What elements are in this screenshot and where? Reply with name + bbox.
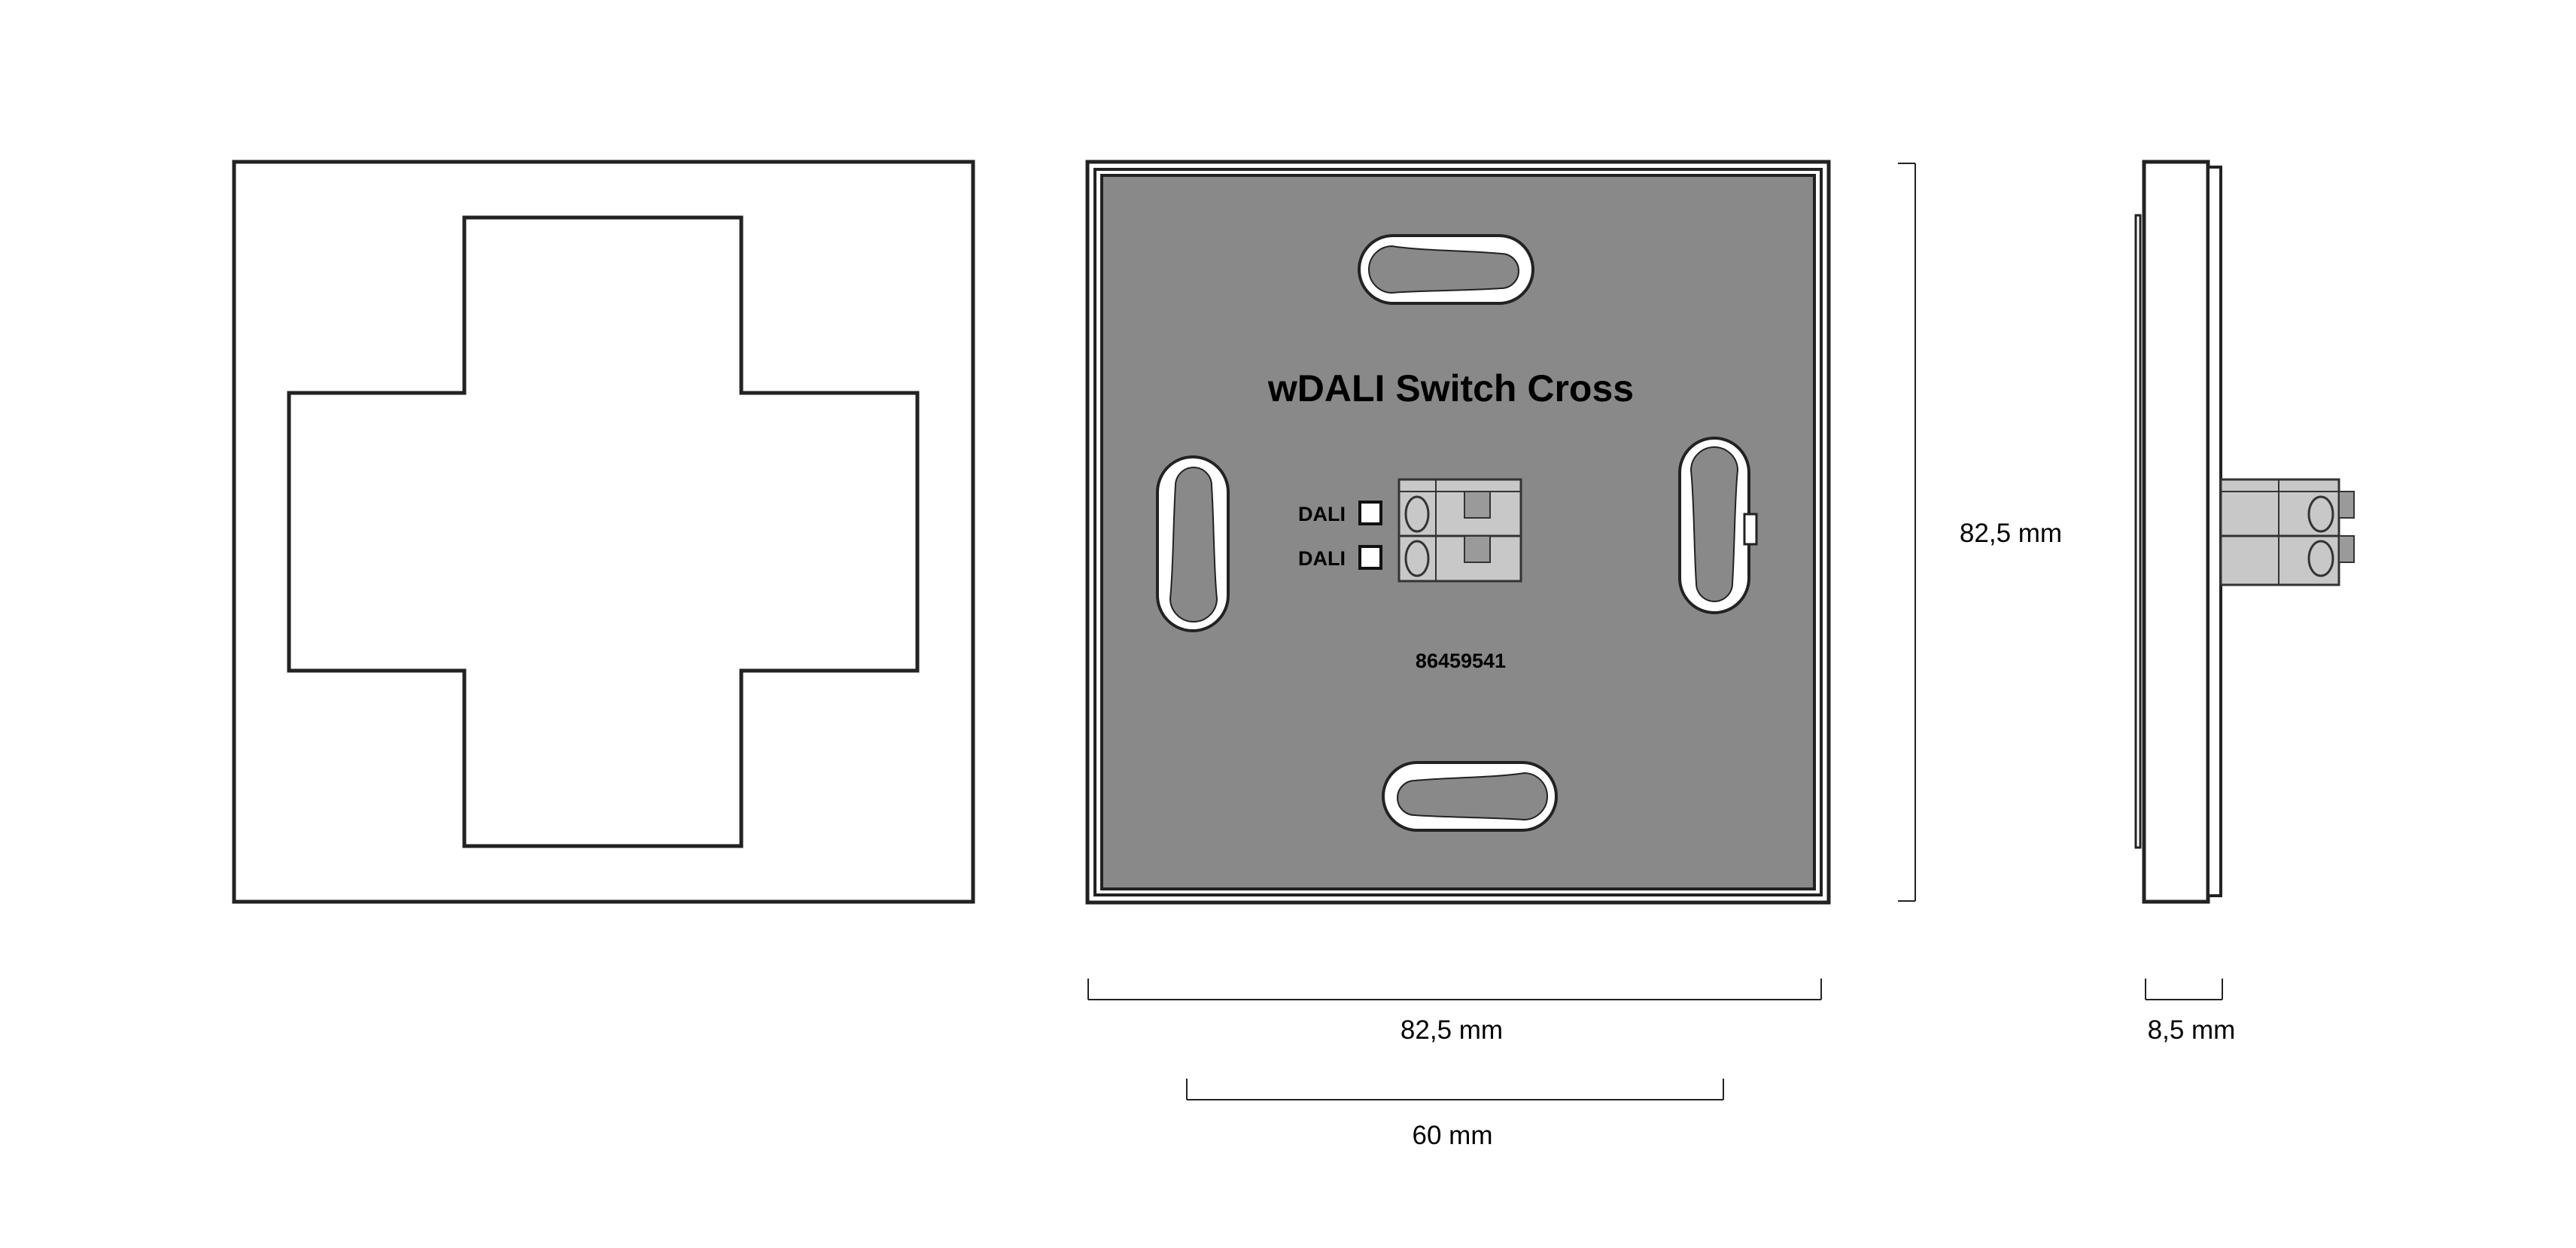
article-number: 86459541: [1416, 650, 1506, 672]
side-cover: [2206, 166, 2222, 897]
back-view: wDALI Switch Cross DALI DALI 86459541: [1085, 160, 1831, 905]
keyhole-slot-icon: [1678, 437, 1758, 614]
keyhole-slot-icon: [1382, 761, 1558, 832]
terminal-block-icon: [2219, 478, 2355, 586]
dimension-depth-label: 8,5 mm: [2148, 1015, 2236, 1045]
dimension-depth: [2145, 979, 2223, 1000]
terminal-block-icon: [1397, 478, 1522, 583]
dimension-inner-width-label: 60 mm: [1413, 1121, 1493, 1150]
keyhole-slot-icon: [1358, 234, 1534, 305]
dimension-inner-width: [1186, 1079, 1724, 1100]
front-view: [232, 160, 975, 904]
terminal-label-1: DALI: [1298, 503, 1346, 525]
terminal-marker-2: [1358, 545, 1382, 570]
dimension-height: [1898, 163, 1916, 902]
side-view: [2134, 160, 2355, 904]
terminal-marker-1: [1358, 501, 1382, 525]
dimension-width: [1087, 979, 1822, 1000]
side-frame: [2142, 160, 2210, 904]
cross-button-shape: [287, 215, 920, 848]
device-title: wDALI Switch Cross: [1267, 367, 1634, 409]
terminal-label-2: DALI: [1298, 547, 1346, 570]
dimension-width-label: 82,5 mm: [1401, 1015, 1503, 1045]
side-back-plate: [2134, 214, 2142, 849]
back-inner-frame: [1093, 168, 1823, 896]
keyhole-slot-icon: [1156, 455, 1230, 632]
dimension-height-label: 82,5 mm: [1960, 519, 2062, 548]
